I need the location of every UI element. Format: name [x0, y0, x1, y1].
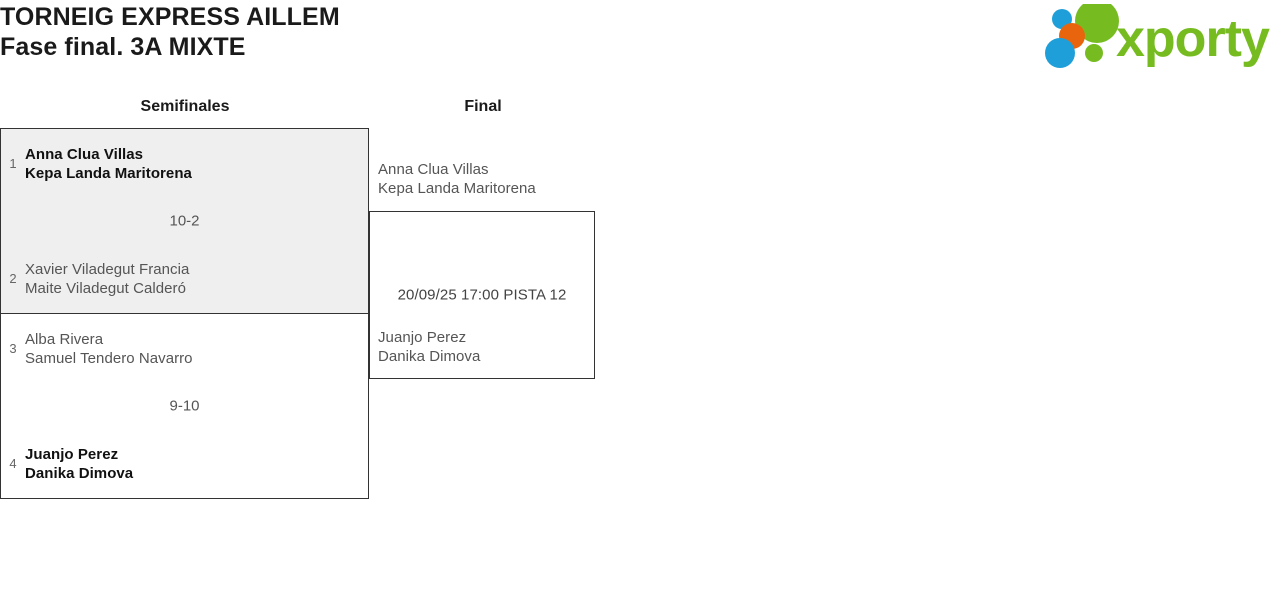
player-name-2: Danika Dimova	[378, 348, 481, 365]
logo-dots-icon	[1045, 4, 1119, 68]
player-name-1: Juanjo Perez	[25, 446, 119, 463]
final-team-bottom: Juanjo Perez Danika Dimova	[378, 328, 480, 366]
match-score: 9-10	[169, 397, 200, 415]
team-players: Alba Rivera Samuel Tendero Navarro	[25, 330, 193, 368]
match-semifinal-1[interactable]: 1 Anna Clua Villas Kepa Landa Maritorena…	[1, 129, 368, 314]
semifinals-column: 1 Anna Clua Villas Kepa Landa Maritorena…	[0, 128, 369, 499]
match-score: 10-2	[169, 212, 200, 230]
match-team-top: 1 Anna Clua Villas Kepa Landa Maritorena	[1, 145, 368, 183]
tournament-name: TORNEIG EXPRESS AILLEM	[0, 3, 340, 31]
seed-number: 2	[9, 270, 17, 286]
player-name-1: Xavier Viladegut Francia	[25, 260, 190, 278]
svg-text:xporty: xporty	[1116, 10, 1270, 68]
player-name-2: Maite Viladegut Calderó	[25, 279, 186, 297]
player-name-2: Samuel Tendero Navarro	[25, 349, 193, 367]
round-header-final: Final	[464, 98, 502, 115]
seed-number: 3	[9, 340, 17, 356]
player-name-2: Kepa Landa Maritorena	[378, 180, 536, 197]
player-name-1: Juanjo Perez	[378, 329, 467, 346]
match-team-bottom: 4 Juanjo Perez Danika Dimova	[1, 445, 368, 483]
team-players: Juanjo Perez Danika Dimova	[25, 445, 133, 483]
player-name-1: Alba Rivera	[25, 330, 104, 348]
team-players: Xavier Viladegut Francia Maite Viladegut…	[25, 260, 189, 298]
match-team-top: 3 Alba Rivera Samuel Tendero Navarro	[1, 330, 368, 368]
player-name-1: Anna Clua Villas	[378, 161, 489, 178]
match-team-bottom: 2 Xavier Viladegut Francia Maite Viladeg…	[1, 260, 368, 298]
round-header-semifinals: Semifinales	[140, 98, 230, 115]
seed-number: 4	[9, 456, 17, 471]
player-name-2: Danika Dimova	[25, 465, 134, 482]
player-name-2: Kepa Landa Maritorena	[25, 165, 192, 182]
team-players: Anna Clua Villas Kepa Landa Maritorena	[25, 145, 192, 183]
match-semifinal-2[interactable]: 3 Alba Rivera Samuel Tendero Navarro 9-1…	[1, 313, 368, 498]
final-match[interactable]: Anna Clua Villas Kepa Landa Maritorena 2…	[369, 161, 595, 379]
page-header: TORNEIG EXPRESS AILLEM Fase final. 3A MI…	[0, 0, 1280, 78]
xporty-logo[interactable]: xporty	[1042, 4, 1272, 70]
final-team-top: Anna Clua Villas Kepa Landa Maritorena	[378, 160, 536, 198]
tournament-title: TORNEIG EXPRESS AILLEM Fase final. 3A MI…	[0, 2, 340, 62]
tournament-phase: Fase final. 3A MIXTE	[0, 33, 246, 61]
player-name-1: Anna Clua Villas	[25, 146, 144, 163]
logo-wordmark: xporty	[1116, 10, 1271, 68]
seed-number: 1	[9, 156, 17, 171]
final-schedule-info: 20/09/25 17:00 PISTA 12	[397, 286, 567, 304]
